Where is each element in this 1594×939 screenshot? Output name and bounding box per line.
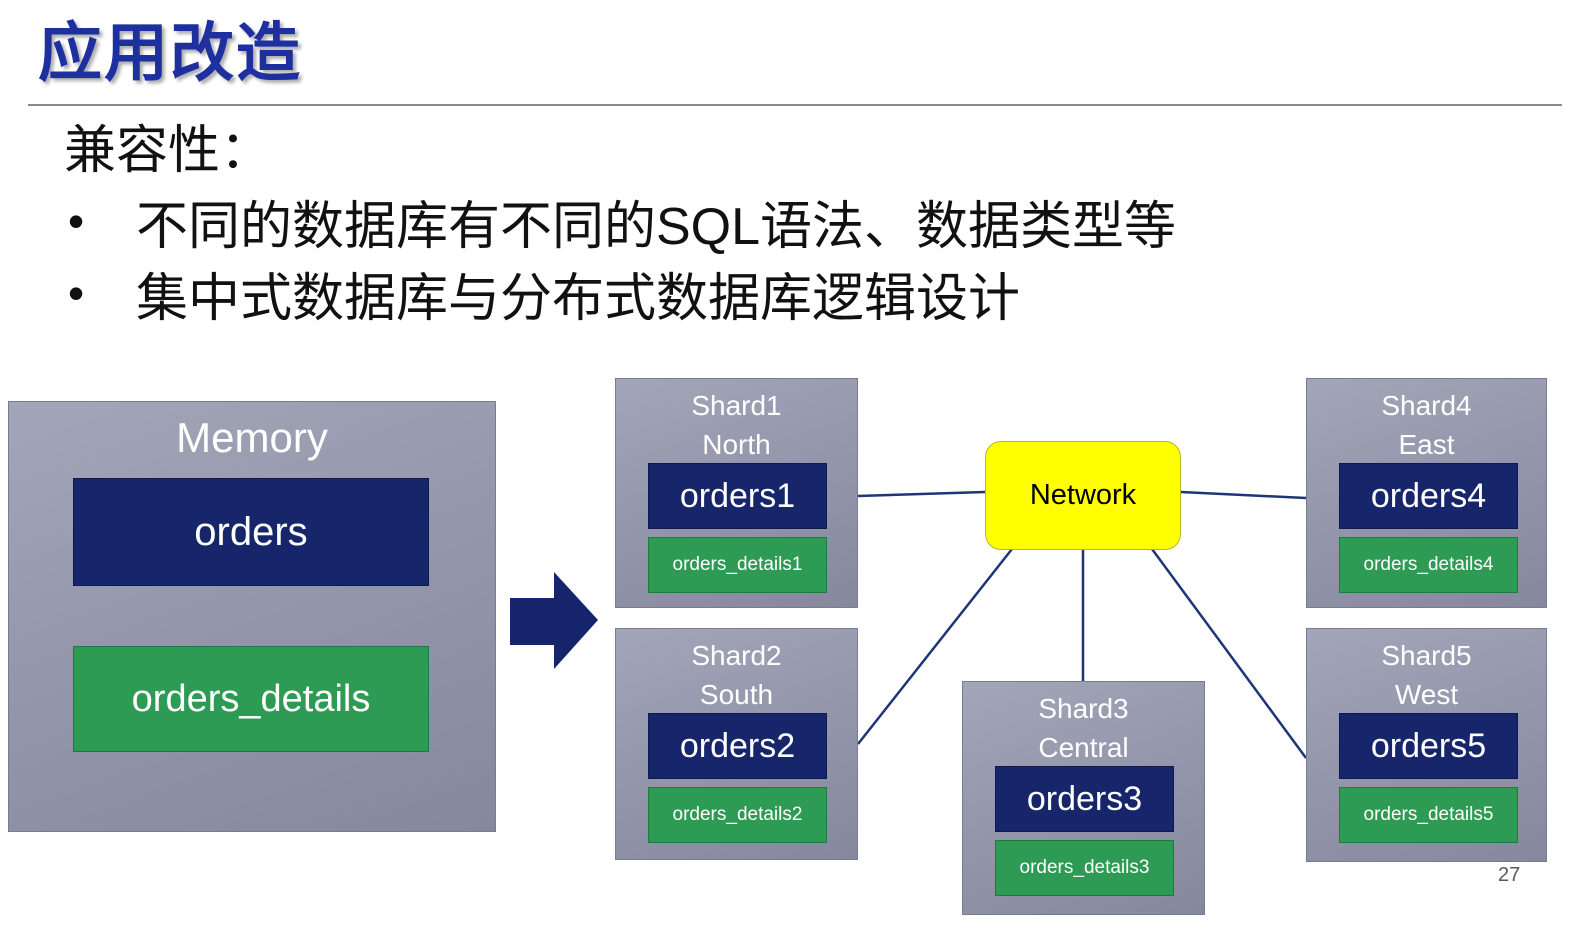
shard1-box: Shard1 North orders1 orders_details1 — [615, 378, 858, 608]
shard2-details-table: orders_details2 — [648, 787, 827, 843]
connector-network-shard1 — [857, 490, 986, 498]
shard4-box: Shard4 East orders4 orders_details4 — [1306, 378, 1547, 608]
network-node: Network — [985, 441, 1181, 550]
shard2-box: Shard2 South orders2 orders_details2 — [615, 628, 858, 860]
shard3-orders-table: orders3 — [995, 766, 1174, 832]
shard2-orders-table: orders2 — [648, 713, 827, 779]
shard3-details-table: orders_details3 — [995, 840, 1174, 896]
shard5-box: Shard5 West orders5 orders_details5 — [1306, 628, 1547, 862]
shard5-title: Shard5 West — [1307, 637, 1546, 714]
shard1-name: Shard1 — [691, 390, 782, 421]
page-number: 27 — [1498, 864, 1521, 886]
shard2-title: Shard2 South — [616, 637, 857, 714]
shard5-details-table: orders_details5 — [1339, 787, 1518, 843]
memory-title: Memory — [176, 414, 328, 461]
shard4-details-table: orders_details4 — [1339, 537, 1518, 593]
bullet-list: 不同的数据库有不同的SQL语法、数据类型等 集中式数据库与分布式数据库逻辑设计 — [64, 190, 1176, 336]
bullet-item-logical-design: 集中式数据库与分布式数据库逻辑设计 — [64, 262, 1176, 336]
shard3-region: Central — [1038, 731, 1129, 763]
page-title: 应用改造 — [38, 17, 302, 89]
shard3-name: Shard3 — [1038, 693, 1129, 724]
shard5-orders-table: orders5 — [1339, 713, 1518, 779]
shard2-region: South — [699, 678, 774, 710]
shard5-name: Shard5 — [1381, 640, 1472, 671]
bullet-item-sql-syntax: 不同的数据库有不同的SQL语法、数据类型等 — [64, 190, 1176, 264]
shard1-title: Shard1 North — [616, 387, 857, 464]
transform-arrow-icon — [510, 572, 598, 669]
orders-table: orders — [73, 478, 429, 586]
connector-network-shard4 — [1180, 490, 1307, 500]
shard3-box: Shard3 Central orders3 orders_details3 — [962, 681, 1205, 915]
title-divider — [28, 104, 1562, 106]
compatibility-heading: 兼容性： — [64, 122, 273, 180]
memory-box: Memory orders orders_details — [8, 401, 496, 832]
shard1-details-table: orders_details1 — [648, 537, 827, 593]
shard4-title: Shard4 East — [1307, 387, 1546, 464]
shard4-orders-table: orders4 — [1339, 463, 1518, 529]
shard2-name: Shard2 — [691, 640, 782, 671]
shard1-orders-table: orders1 — [648, 463, 827, 529]
shard4-region: East — [1398, 428, 1455, 460]
orders-details-table: orders_details — [73, 646, 429, 752]
shard4-name: Shard4 — [1381, 390, 1472, 421]
shard1-region: North — [702, 428, 771, 460]
shard3-title: Shard3 Central — [963, 690, 1204, 767]
shard5-region: West — [1394, 678, 1459, 710]
